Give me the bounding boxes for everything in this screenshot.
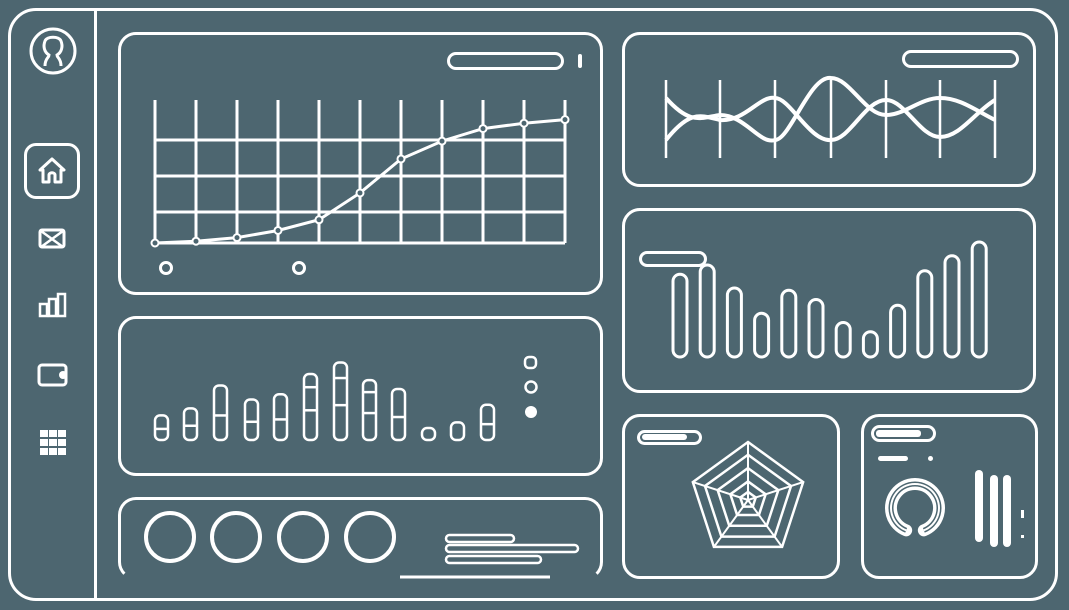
- sidebar-divider: [94, 10, 97, 600]
- kpi-circles-panel: [118, 497, 603, 580]
- legend-dot[interactable]: [159, 261, 173, 275]
- bar-chart-title-pill: [639, 251, 707, 267]
- grid-icon: [40, 430, 66, 455]
- bar-chart-panel: [622, 208, 1036, 393]
- more-icon[interactable]: [578, 54, 582, 68]
- sidebar-item-mail[interactable]: [38, 228, 66, 250]
- mail-icon: [38, 228, 66, 249]
- sidebar-item-wallet[interactable]: [36, 360, 70, 388]
- user-avatar[interactable]: [28, 26, 78, 76]
- radar-title-text: [642, 434, 687, 440]
- line-chart-panel: [118, 32, 603, 295]
- sidebar-item-apps[interactable]: [38, 428, 68, 456]
- wave-chart-title-pill: [902, 50, 1019, 68]
- radar-title-pill: [637, 430, 702, 445]
- gauge-status-dot: [928, 456, 933, 461]
- radar-panel: [622, 414, 840, 579]
- wave-chart-panel: [622, 32, 1036, 187]
- gauge-panel: [861, 414, 1038, 579]
- sidebar-item-home[interactable]: [24, 143, 80, 199]
- home-icon: [38, 157, 66, 184]
- line-chart-title-pill: [447, 52, 564, 70]
- user-avatar-icon: [29, 27, 77, 75]
- sidebar-item-analytics[interactable]: [38, 292, 68, 318]
- gauge-title-pill: [871, 425, 936, 442]
- legend-dot[interactable]: [292, 261, 306, 275]
- gauge-subtitle-text: [878, 456, 908, 461]
- bar-chart-icon: [38, 292, 67, 318]
- app-frame: [8, 8, 1058, 601]
- wallet-icon: [37, 363, 68, 387]
- gauge-title-text: [876, 430, 921, 437]
- stacked-bar-panel: [118, 316, 603, 476]
